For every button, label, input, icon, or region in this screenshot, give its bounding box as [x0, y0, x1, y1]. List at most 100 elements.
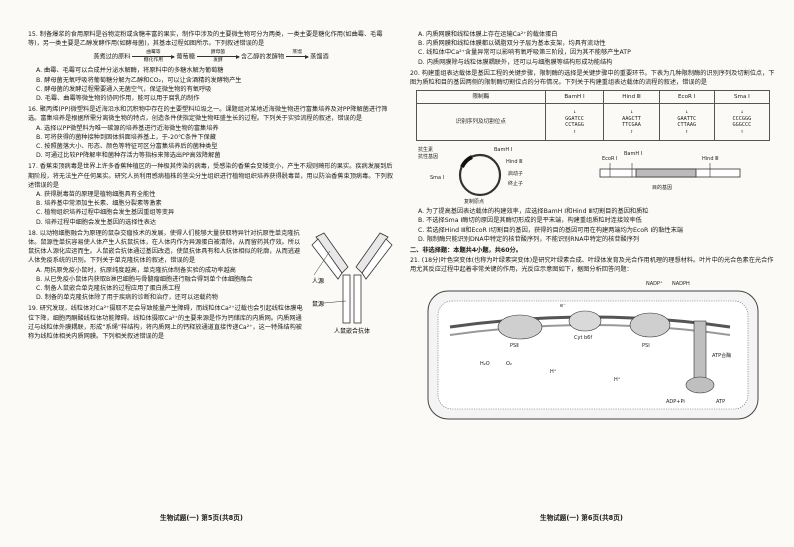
- flow-node: 含乙醇的发酵物: [240, 53, 285, 61]
- figure-label: PSⅡ: [510, 343, 519, 349]
- page-footer-right: 生物试题(一) 第6页(共8页): [540, 514, 623, 522]
- plasmid-label: 复制原点: [464, 198, 484, 205]
- sequence-cell: ↓ CCCGGG GGGCCC ↑: [713, 103, 771, 142]
- table-header: Sma Ⅰ: [713, 90, 771, 105]
- plasmid-figure: 抗生素 抗性基因 Sma Ⅰ BamH Ⅰ Hind Ⅲ 启动子 终止子 复制原…: [418, 146, 741, 205]
- table-header: BamH Ⅰ: [544, 90, 605, 105]
- option: B. 培养基中常添加生长素、细胞分裂素等激素: [36, 200, 162, 208]
- option: C. 线粒体中Ca²⁺含量异常可以影响有氧呼吸第三阶段，因为其不能够产生ATP: [418, 49, 631, 57]
- question-20-stem: 20. 构建重组表达载体是基因工程的关键步骤，限制酶的选择是关键步骤中的重要环节…: [410, 69, 775, 87]
- sequence-cell: ↓ GGATCC CCTAGG ↑: [544, 103, 605, 142]
- gene-label: EcoR Ⅰ: [602, 156, 618, 162]
- option: A. 获得脱毒苗的原理是植物细胞具有全能性: [36, 191, 156, 199]
- flow-arrow: [196, 54, 240, 59]
- option: A. 内质网膜和线粒体膜上存在运输Ca²⁺的载体蛋白: [418, 31, 558, 38]
- option: B. 酵母菌无氧呼吸将葡萄糖分解为乙醇和CO₂，可以让含酒精的发酵物产生: [36, 76, 242, 84]
- table-row: 限制酶 BamH Ⅰ Hind Ⅲ EcoR Ⅰ Sma Ⅰ: [416, 90, 771, 105]
- restriction-enzyme-table: 限制酶 BamH Ⅰ Hind Ⅲ EcoR Ⅰ Sma Ⅰ 识别序列及切割位点…: [416, 90, 771, 142]
- left-column: 15. 制备爆浆的食用原料是谷物淀粉或含糖丰富的果实，制作中涉及的主要微生物可分…: [28, 30, 394, 343]
- option: D. 内质网膜除与线粒体膜耦联外，还可以与细胞膜等结构形成功能结构: [418, 58, 613, 66]
- figure-label: ATP合酶: [712, 352, 731, 359]
- plasmid-label: 终止子: [508, 180, 523, 187]
- option: B. 内质网膜和线粒体膜都以磷脂双分子层为基本支架，均具有流动性: [418, 40, 606, 48]
- question-17: 17. 香蕉束顶病毒是世界上许多香蕉种植区的一种极其传染的病毒，受感染的香蕉会变…: [28, 162, 394, 226]
- question-21-stem: 21. (18分)叶色突变体(也称为叶绿素突变体)是研究叶绿素合成、叶绿体发育及…: [410, 257, 774, 274]
- figure-label: ATP: [716, 399, 725, 405]
- question-15-flowchart: 蒸煮过的原料 曲霉等 糖化作用 葡萄糖 酵母菌 发酵 含乙醇的发酵物 蒸馏 蒸馏…: [28, 50, 394, 63]
- plasmid-label: BamH Ⅰ: [494, 147, 512, 153]
- table-header: 限制酶: [416, 90, 546, 105]
- figure-label: ADP+Pi: [666, 399, 685, 405]
- option: D. 毛霉、曲霉等微生物的协同作用，能可以用于腐乳的制作: [36, 95, 200, 103]
- option: B. 可将获得的菌种接种到固体斜面培养基上，于-20℃条件下保藏: [36, 133, 216, 141]
- option: B. 从已免疫小鼠体内获取B淋巴细胞与骨髓瘤细胞进行融合得到单个体细胞融合: [36, 275, 253, 283]
- right-column: A. 内质网膜和线粒体膜上存在运输Ca²⁺的载体蛋白 B. 内质网膜和线粒体膜都…: [410, 30, 776, 429]
- row-label: 识别序列及切割位点: [416, 103, 546, 142]
- section-heading: 二、非选择题：本题共4小题，共60分。: [410, 247, 522, 255]
- plasmid-label: 抗性基因: [418, 153, 438, 160]
- question-19: 19. 研究发现，线粒体对Ca²⁺摄取不足会导致能量产生障碍，而线粒体Ca²⁺过…: [28, 304, 394, 341]
- flow-arrow-top-label: 曲霉等: [146, 50, 161, 56]
- option: C. 植物组织培养过程中细胞会发生基因重组等变异: [36, 209, 175, 217]
- option: C. 酵母菌的发酵过程需要通入无菌空气，保证微生物的有氧呼吸: [36, 85, 212, 93]
- sequence-cell: ↓ GAATTC CTTAAG ↑: [658, 103, 715, 142]
- page-footer-left: 生物试题(一) 第5页(共8页): [160, 514, 243, 522]
- option: A. 为了提高基因表达载体的构建效率，应选择BamH Ⅰ和Hind Ⅲ切割目的基…: [418, 208, 649, 216]
- question-15: 15. 制备爆浆的食用原料是谷物淀粉或含糖丰富的果实，制作中涉及的主要微生物可分…: [28, 30, 394, 103]
- question-16: 16. 聚丙烯(PP)微塑料是近海沿水和沉积物中存在的主要塑料垃圾之一。课题组对…: [28, 105, 394, 160]
- question-21: 21. (18分)叶色突变体(也称为叶绿素突变体)是研究叶绿素合成、叶绿体发育及…: [410, 256, 776, 426]
- option: C. 若选择Hind Ⅲ和EcoR Ⅰ切割目的基因，获得的目的基因可用在构建两端…: [418, 226, 684, 234]
- flow-arrow-top-label: 酵母菌: [210, 50, 226, 56]
- question-19-options: A. 内质网膜和线粒体膜上存在运输Ca²⁺的载体蛋白 B. 内质网膜和线粒体膜都…: [410, 30, 776, 67]
- plasmid-label: Hind Ⅲ: [506, 159, 523, 165]
- figure-label: H⁺: [550, 369, 557, 375]
- option: C. 制备人鼠嵌合单克隆抗体的过程应用了蛋白质工程: [36, 285, 181, 293]
- table-header: Hind Ⅲ: [603, 90, 660, 105]
- table-header: EcoR Ⅰ: [658, 90, 715, 105]
- figure-caption: 人鼠嵌合抗体: [334, 327, 370, 335]
- question-16-stem: 16. 聚丙烯(PP)微塑料是近海沿水和沉积物中存在的主要塑料垃圾之一。课题组对…: [28, 106, 388, 123]
- option: B. 不选择Sma Ⅰ酶切的原因是其酶切形成的是平末端，构建重组质粒时连接效率低: [418, 217, 642, 225]
- option: D. 培养过程中细胞会发生基因的选择性表达: [36, 218, 157, 226]
- question-18-stem: 18. 以动物细胞融合为原理的鼠杂交瘤技术的发展，使得人们能够大量获取特异针对抗…: [28, 229, 301, 265]
- photosynthesis-light-reaction-figure: NADP⁺ NADPH e⁻ PSⅡ PSⅠ H₂O O₂ H⁺ Cyt b6f…: [427, 281, 759, 420]
- figure-label: O₂: [506, 361, 512, 367]
- flow-arrow: [286, 54, 310, 59]
- figure-label: e⁻: [560, 303, 566, 309]
- figure-label: NADP⁺: [646, 281, 663, 287]
- figure-label: Cyt b6f: [574, 335, 592, 341]
- option: D. 限制酶只能识别DNA中特定的核苷酸序列，不能识别RNA中特定的核苷酸序列: [418, 235, 640, 243]
- sequence-cell: ↓ AAGCTT TTCGAA ↑: [603, 103, 660, 142]
- question-20: 20. 构建重组表达载体是基因工程的关键步骤，限制酶的选择是关键步骤中的重要环节…: [410, 69, 776, 244]
- antibody-figure: 人源 鼠源 人鼠嵌合抗体: [311, 232, 393, 335]
- option: D. 制备的单克隆抗体除了用于疾病的诊断和治疗，还可以运载药物: [36, 294, 218, 302]
- flow-arrow-bottom-label: 糖化作用: [143, 58, 163, 64]
- option: A. 用抗原免疫小鼠时，抗原纯度越高，单克隆抗体制备实验的成功率越高: [36, 266, 236, 274]
- gene-label: Hind Ⅲ: [702, 156, 719, 162]
- question-18: 人源 鼠源 人鼠嵌合抗体 18. 以动物细胞融合为原理的鼠杂交瘤技术的发展，使得…: [28, 229, 394, 335]
- figure-label: PSⅠ: [642, 343, 650, 349]
- label-mouse: 鼠源: [312, 300, 324, 308]
- plasmid-label: Sma Ⅰ: [430, 175, 444, 181]
- question-17-stem: 17. 香蕉束顶病毒是世界上许多香蕉种植区的一种极其传染的病毒，受感染的香蕉会变…: [28, 163, 394, 189]
- flow-node: 蒸馏酒: [310, 53, 329, 61]
- gene-label: BamH Ⅰ: [624, 151, 642, 157]
- figure-label: H⁺: [614, 377, 621, 383]
- flow-arrow-bottom-label: 发酵: [213, 58, 223, 64]
- plasmid-label: 抗生素: [418, 146, 433, 153]
- figure-label: NADPH: [672, 281, 690, 287]
- flow-arrow: [132, 54, 176, 59]
- flow-arrow-top-label: 蒸馏: [292, 50, 302, 56]
- table-row: 识别序列及切割位点 ↓ GGATCC CCTAGG ↑ ↓ AAGCTT TTC…: [416, 103, 771, 142]
- option: A. 曲霉、毛霉可以合成并分泌水解酶，将原料中的多糖水解为葡萄糖: [36, 67, 224, 75]
- gene-label: 目的基因: [652, 184, 672, 191]
- question-19-stem: 19. 研究发现，线粒体对Ca²⁺摄取不足会导致能量产生障碍，而线粒体Ca²⁺过…: [28, 305, 303, 341]
- label-human: 人源: [312, 277, 324, 285]
- figure-label: H₂O: [480, 361, 490, 367]
- flow-node: 蒸煮过的原料: [93, 53, 131, 61]
- option: C. 按照菌落大小、形态、颜色等特征可区分富集培养后的菌种类型: [36, 143, 218, 151]
- flow-node: 葡萄糖: [176, 53, 195, 61]
- option: D. 可通过比较PP降解率和菌种存活力等指标来筛选出PP高效降解菌: [36, 152, 221, 160]
- plasmid-label: 启动子: [508, 170, 523, 177]
- question-15-stem: 15. 制备爆浆的食用原料是谷物淀粉或含糖丰富的果实，制作中涉及的主要微生物可分…: [28, 31, 383, 48]
